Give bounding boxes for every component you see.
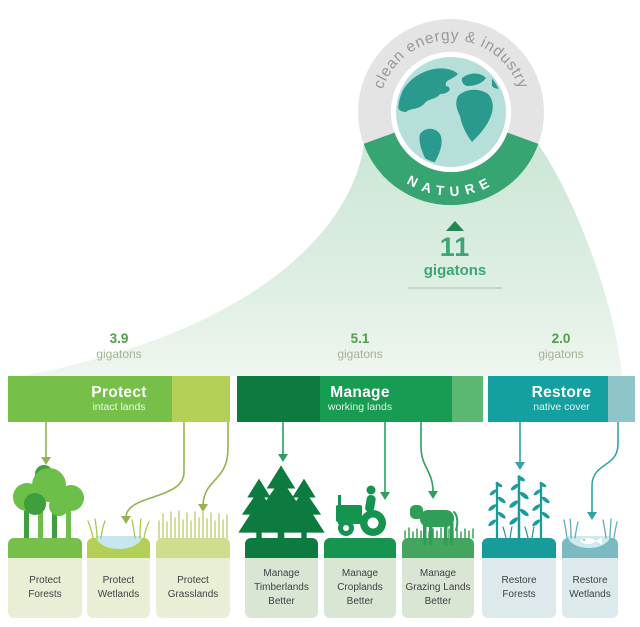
manage-bar-segments: [237, 376, 483, 422]
restore-gigatons-unit: gigatons: [538, 347, 584, 361]
card-protect-grasslands: Protect Grasslands: [156, 538, 230, 618]
restore-gigatons-value: 2.0: [551, 331, 571, 346]
manage-segment-dark: [237, 376, 320, 422]
nature-arc: [363, 131, 539, 206]
card-protect-grasslands-band: [156, 538, 230, 558]
protect-title: Protect: [91, 384, 147, 401]
card-protect-wetlands-band: [87, 538, 150, 558]
card-manage-timberlands-band: [245, 538, 318, 558]
card-manage-timberlands-label: Manage Timberlands Better: [254, 568, 309, 607]
card-restore-wetlands: Restore Wetlands: [562, 538, 618, 618]
manage-bar: Manage working lands: [237, 376, 483, 422]
total-unit: gigatons: [423, 262, 487, 279]
restore-bar-label: Restore native cover: [488, 376, 635, 422]
arrow-protect-wetlands: [125, 421, 185, 518]
card-manage-croplands: Manage Croplands Better: [324, 538, 396, 618]
card-restore-wetlands-label: Restore Wetlands: [569, 575, 611, 600]
restore-gigatons-label: 2.0 gigatons: [501, 331, 621, 361]
flow-arrows: [41, 421, 619, 524]
manage-gigatons-unit: gigatons: [337, 347, 383, 361]
protect-gigatons-unit: gigatons: [96, 347, 142, 361]
up-triangle-icon: [446, 221, 464, 231]
manage-segment-light: [452, 376, 483, 422]
protect-bar-label: Protect intact lands: [8, 376, 230, 422]
card-restore-forests-label: Restore Forests: [501, 575, 537, 600]
card-protect-grasslands-label: Protect Grasslands: [167, 575, 219, 600]
restore-title: Restore: [531, 384, 592, 401]
card-protect-forests-label: Protect Forests: [28, 575, 62, 600]
card-manage-grazing: Manage Grazing Lands Better: [402, 538, 474, 618]
arrow-restore-wetlands: [591, 421, 619, 514]
total-value: 11: [439, 232, 471, 262]
energy-nature-ring: clean energy & industry NATURE: [358, 19, 544, 206]
manage-subtitle: working lands: [327, 401, 393, 413]
arrow-manage-grazing: [420, 421, 434, 493]
restore-subtitle: native cover: [533, 401, 590, 413]
restore-bar: Restore native cover: [488, 376, 635, 422]
card-protect-wetlands: Protect Wetlands: [87, 538, 150, 618]
card-restore-forests-band: [482, 538, 556, 558]
restore-bar-segments: [488, 376, 635, 422]
globe-icon: [396, 57, 506, 167]
protect-bar-segments: [8, 376, 230, 422]
protect-segment-main: [8, 376, 172, 422]
restore-segment-main: [488, 376, 608, 422]
card-manage-grazing-label: Manage Grazing Lands Better: [405, 568, 471, 607]
card-restore-forests: Restore Forests: [482, 538, 556, 618]
protect-gigatons-value: 3.9: [109, 331, 129, 346]
card-manage-timberlands: Manage Timberlands Better: [245, 538, 318, 618]
manage-title: Manage: [330, 384, 390, 401]
manage-bar-label: Manage working lands: [237, 376, 483, 422]
card-restore-wetlands-band: [562, 538, 618, 558]
card-protect-forests: Protect Forests: [8, 538, 82, 618]
manage-gigatons-label: 5.1 gigatons: [300, 331, 420, 361]
manage-gigatons-value: 5.1: [350, 331, 370, 346]
protect-subtitle: intact lands: [92, 401, 146, 413]
restore-segment-light: [608, 376, 635, 422]
card-protect-forests-band: [8, 538, 82, 558]
card-manage-croplands-band: [324, 538, 396, 558]
card-manage-croplands-label: Manage Croplands Better: [337, 568, 383, 607]
gigatons-underline: [408, 287, 502, 289]
arrow-protect-grasslands: [202, 421, 229, 506]
manage-segment-main: [320, 376, 452, 422]
total-gigatons: 11 gigatons: [399, 221, 511, 289]
card-manage-grazing-band: [402, 538, 474, 558]
protect-gigatons-label: 3.9 gigatons: [59, 331, 179, 361]
card-protect-wetlands-label: Protect Wetlands: [97, 575, 140, 600]
protect-bar: Protect intact lands: [8, 376, 230, 422]
protect-segment-light: [172, 376, 230, 422]
